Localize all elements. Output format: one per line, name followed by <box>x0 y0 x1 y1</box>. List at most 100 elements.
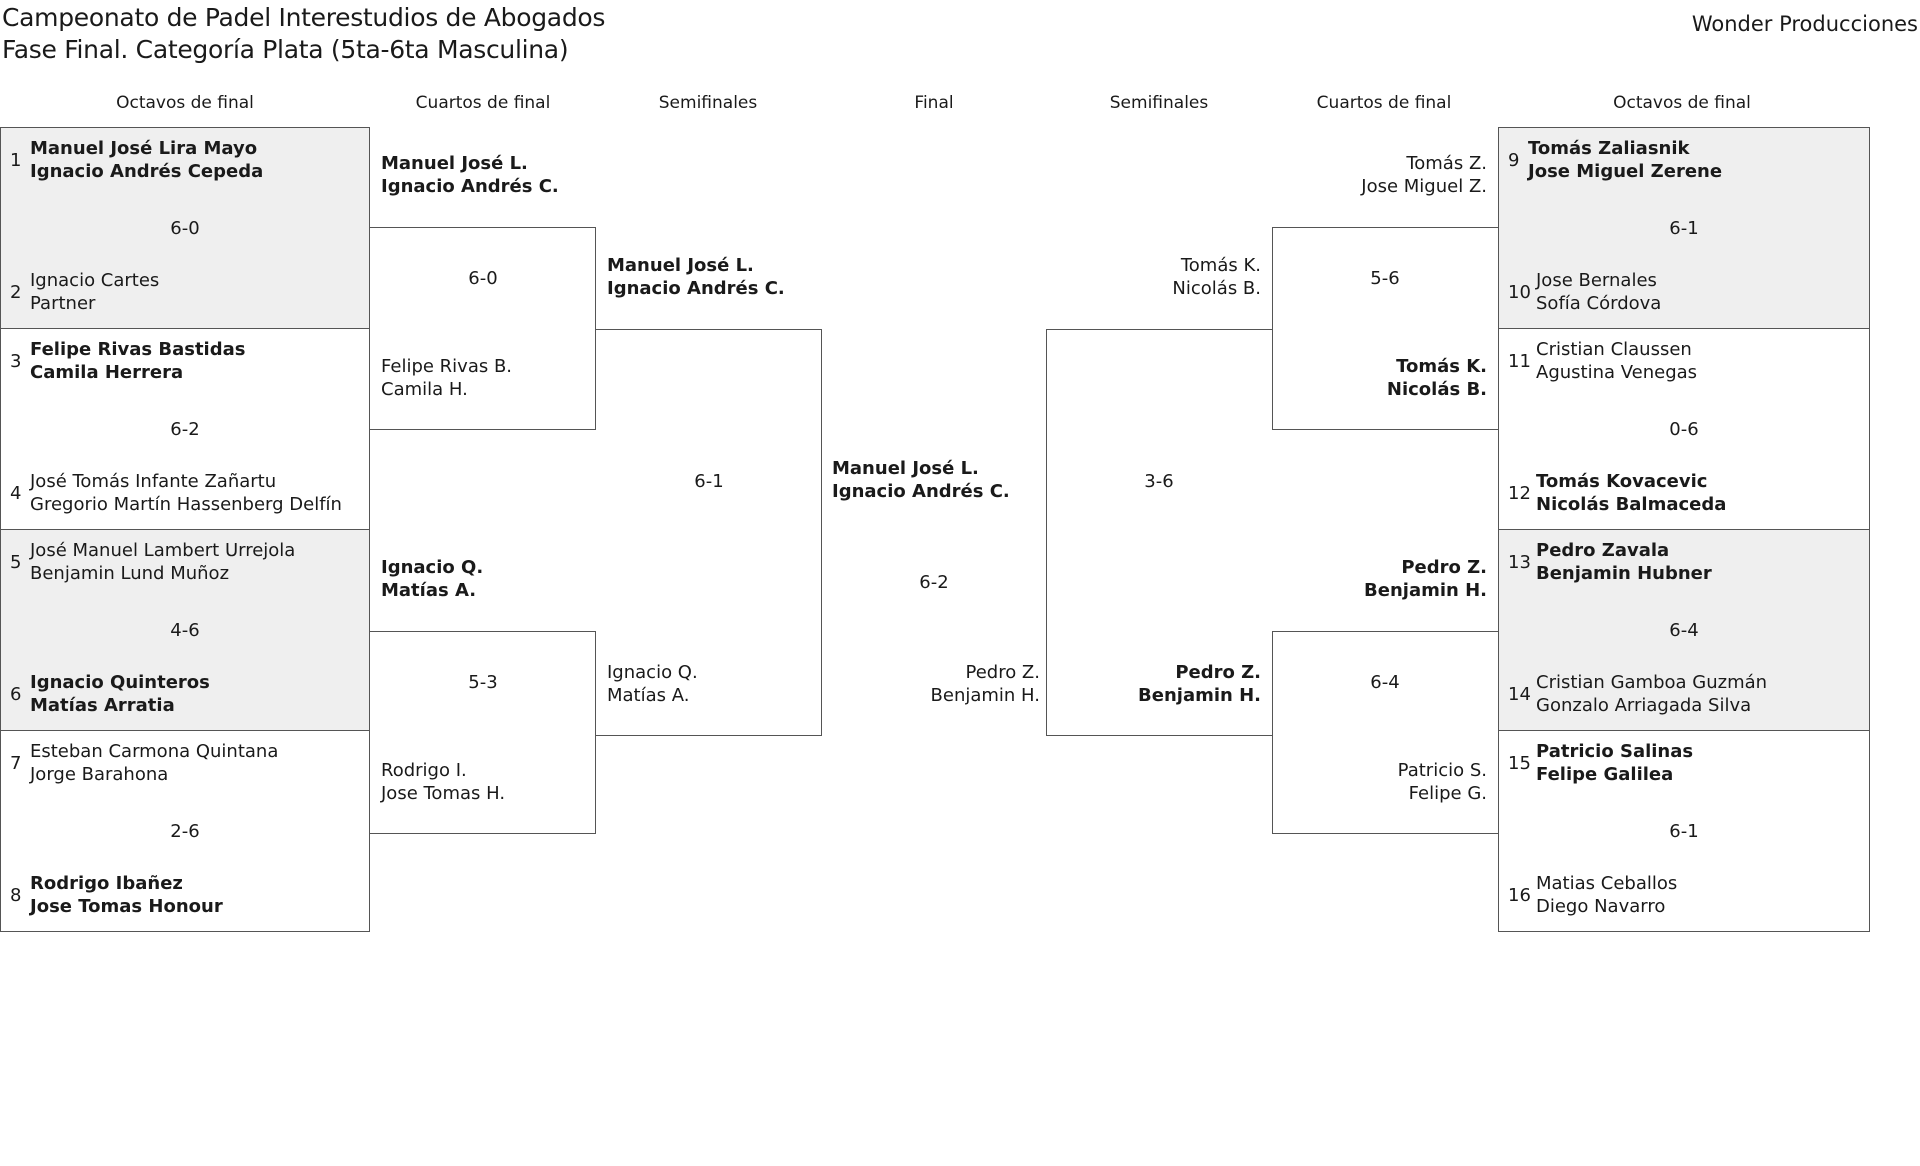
left-qf-team-a-player-2: Matías A. <box>381 580 477 601</box>
seed-number: 8 <box>10 885 22 906</box>
right-r16-score: 6-4 <box>1669 620 1699 641</box>
right-r16-score: 6-1 <box>1669 218 1699 239</box>
right-r16-team-a-player-1: Pedro Zavala <box>1536 540 1670 561</box>
right-r16-score: 6-1 <box>1669 821 1699 842</box>
seed-number: 12 <box>1508 483 1531 504</box>
round-header-right-r16: Octavos de final <box>1613 93 1751 113</box>
left-r16-team-a-player-1: Manuel José Lira Mayo <box>30 138 258 159</box>
right-qf-team-a: Tomás Z.Jose Miguel Z. <box>1272 152 1487 198</box>
right-sf-team-b-player-2: Benjamin H. <box>1138 685 1261 706</box>
right-r16-team-a-player-1: Patricio Salinas <box>1536 741 1694 762</box>
final-team-a: Manuel José L.Ignacio Andrés C. <box>832 457 1010 503</box>
final-team-b-player-1: Pedro Z. <box>965 662 1040 683</box>
right-r16-team-b-player-2: Gonzalo Arriagada Silva <box>1536 695 1752 716</box>
right-r16-score: 0-6 <box>1669 419 1699 440</box>
left-r16-team-a-player-1: Felipe Rivas Bastidas <box>30 339 246 360</box>
organizer-label: Wonder Producciones <box>1691 12 1918 36</box>
left-qf-team-b-player-2: Camila H. <box>381 379 468 400</box>
right-qf-team-b-player-2: Felipe G. <box>1408 783 1487 804</box>
right-r16-team-b-player-1: Tomás Kovacevic <box>1536 471 1708 492</box>
right-qf-team-b-player-1: Patricio S. <box>1397 760 1487 781</box>
left-r16-score: 2-6 <box>170 821 200 842</box>
left-r16-score: 6-2 <box>170 419 200 440</box>
right-qf-team-b-player-1: Tomás K. <box>1396 356 1487 377</box>
right-r16-match <box>1498 730 1870 932</box>
right-qf-score: 5-6 <box>1370 268 1400 289</box>
right-qf-connector <box>1272 631 1498 834</box>
right-sf-team-a-player-1: Tomás K. <box>1180 255 1261 276</box>
seed-number: 16 <box>1508 885 1531 906</box>
right-r16-team-a-player-1: Cristian Claussen <box>1536 339 1692 360</box>
right-r16-team-b-player-1: Matias Ceballos <box>1536 873 1678 894</box>
right-qf-team-b: Tomás K.Nicolás B. <box>1272 355 1487 401</box>
left-r16-team-b-player-1: Ignacio Quinteros <box>30 672 210 693</box>
round-header-left-qf: Cuartos de final <box>415 93 551 113</box>
seed-number: 5 <box>10 552 22 573</box>
seed-number: 7 <box>10 753 22 774</box>
left-qf-team-b-player-1: Rodrigo I. <box>381 760 467 781</box>
left-sf-connector <box>596 329 822 736</box>
left-r16-team-b-player-2: Matías Arratia <box>30 695 175 716</box>
left-sf-team-a: Manuel José L.Ignacio Andrés C. <box>607 254 785 300</box>
right-r16-match <box>1498 127 1870 329</box>
round-header-left-sf: Semifinales <box>658 93 758 113</box>
right-sf-connector <box>1046 329 1272 736</box>
right-r16-team-b-player-2: Sofía Córdova <box>1536 293 1662 314</box>
right-qf-team-a-player-2: Jose Miguel Z. <box>1361 176 1487 197</box>
left-r16-team-a-player-1: Esteban Carmona Quintana <box>30 741 279 762</box>
left-qf-score: 5-3 <box>468 672 498 693</box>
left-qf-team-a-player-1: Ignacio Q. <box>381 557 484 578</box>
right-r16-team-b-player-2: Nicolás Balmaceda <box>1536 494 1727 515</box>
left-r16-team-b-player-2: Partner <box>30 293 96 314</box>
left-qf-team-b-player-2: Jose Tomas H. <box>381 783 506 804</box>
left-r16-match <box>0 730 370 932</box>
right-r16-team-a-player-2: Agustina Venegas <box>1536 362 1698 383</box>
right-r16-team-b-player-2: Diego Navarro <box>1536 896 1666 917</box>
left-qf-team-b: Felipe Rivas B.Camila H. <box>381 355 512 401</box>
left-r16-score: 6-0 <box>170 218 200 239</box>
round-header-left-r16: Octavos de final <box>116 93 254 113</box>
left-r16-team-b-player-1: José Tomás Infante Zañartu <box>30 471 277 492</box>
seed-number: 3 <box>10 351 22 372</box>
left-r16-match <box>0 529 370 731</box>
seed-number: 10 <box>1508 282 1531 303</box>
right-qf-team-a-player-2: Benjamin H. <box>1364 580 1487 601</box>
right-r16-match <box>1498 529 1870 731</box>
right-sf-team-b-player-1: Pedro Z. <box>1175 662 1261 683</box>
left-qf-team-a: Manuel José L.Ignacio Andrés C. <box>381 152 559 198</box>
left-r16-team-a-player-1: José Manuel Lambert Urrejola <box>30 540 296 561</box>
right-r16-team-a-player-2: Felipe Galilea <box>1536 764 1674 785</box>
right-r16-team-a-player-2: Benjamin Hubner <box>1536 563 1712 584</box>
round-header-final: Final <box>914 93 954 113</box>
right-qf-team-a-player-1: Pedro Z. <box>1401 557 1487 578</box>
final-team-a-player-1: Manuel José L. <box>832 458 979 479</box>
left-qf-team-a: Ignacio Q.Matías A. <box>381 556 483 602</box>
left-qf-team-a-player-2: Ignacio Andrés C. <box>381 176 559 197</box>
seed-number: 11 <box>1508 351 1531 372</box>
seed-number: 14 <box>1508 684 1531 705</box>
left-r16-team-a-player-2: Ignacio Andrés Cepeda <box>30 161 264 182</box>
right-qf-connector <box>1272 227 1498 430</box>
left-r16-team-b-player-1: Ignacio Cartes <box>30 270 160 291</box>
seed-number: 6 <box>10 684 22 705</box>
seed-number: 9 <box>1508 150 1520 171</box>
seed-number: 4 <box>10 483 22 504</box>
right-sf-team-a-player-2: Nicolás B. <box>1172 278 1261 299</box>
left-sf-team-b-player-1: Ignacio Q. <box>607 662 698 683</box>
title-block: Campeonato de Padel Interestudios de Abo… <box>2 2 605 66</box>
left-r16-team-a-player-2: Benjamin Lund Muñoz <box>30 563 230 584</box>
page-title: Campeonato de Padel Interestudios de Abo… <box>2 3 606 32</box>
right-qf-team-b: Patricio S.Felipe G. <box>1272 759 1487 805</box>
right-r16-team-b-player-1: Cristian Gamboa Guzmán <box>1536 672 1768 693</box>
